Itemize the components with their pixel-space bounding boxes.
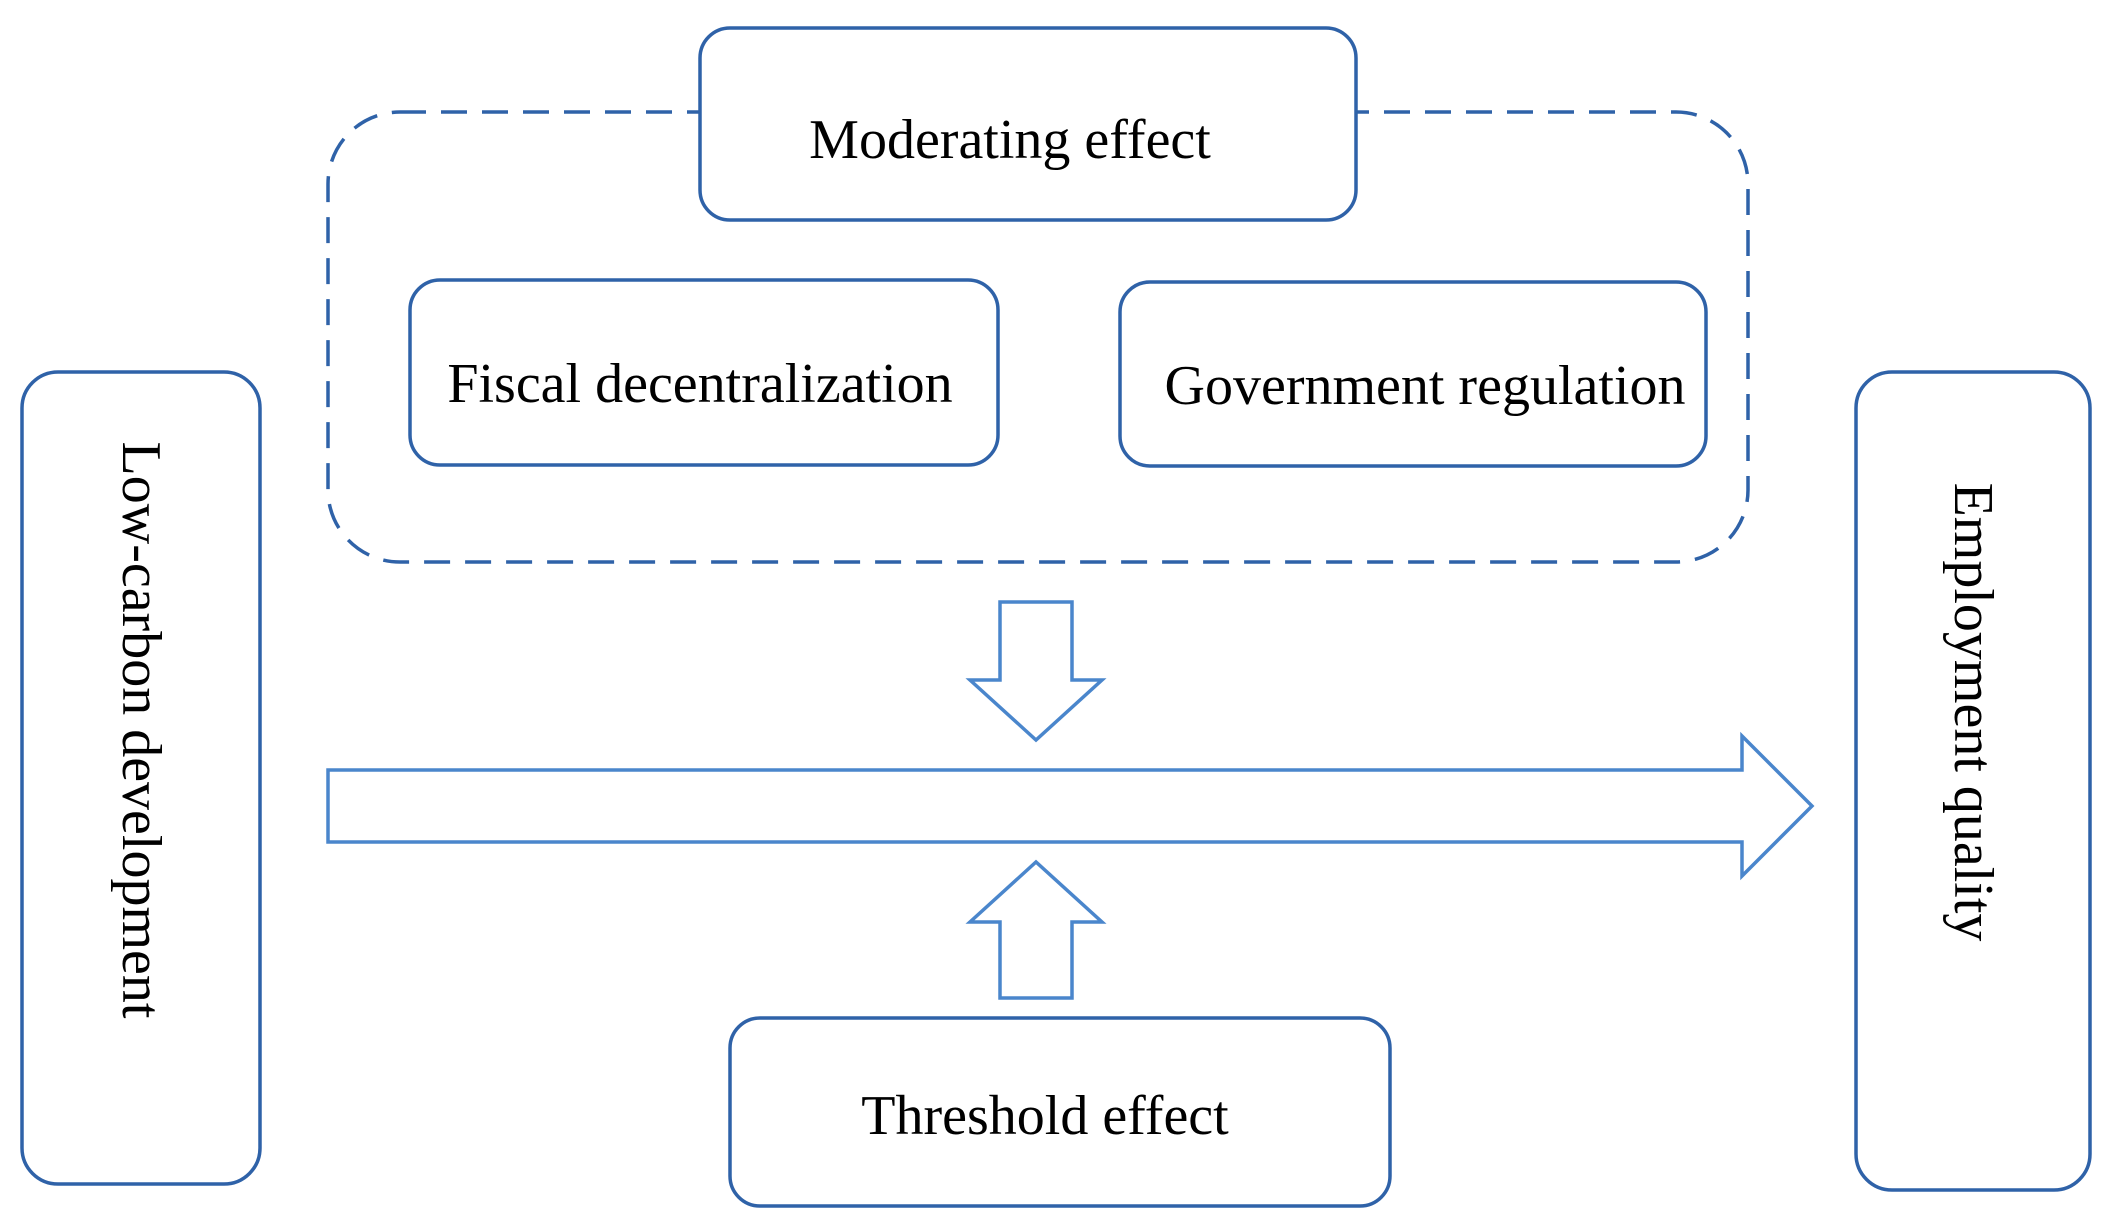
moderating-effect-frame [698,26,1358,222]
government-regulation-box: Government regulation [1118,280,1708,468]
employment-quality-frame [1854,370,2092,1192]
up-arrow-icon [965,859,1107,1000]
low-carbon-development-label: Low-carbon development [110,442,172,1019]
employment-quality-label: Employment quality [1942,483,2004,942]
fiscal-decentralization-frame [408,278,1000,467]
fiscal-decentralization-label: Fiscal decentralization [447,353,952,415]
moderating-effect-label: Moderating effect [809,109,1211,171]
fiscal-decentralization-box: Fiscal decentralization [408,278,1000,467]
main-right-arrow-icon [326,731,1815,881]
threshold-effect-box: Threshold effect [728,1016,1392,1208]
employment-quality-box: Employment quality [1854,370,2092,1192]
down-arrow-icon [965,600,1107,743]
threshold-effect-frame [728,1016,1392,1208]
threshold-effect-label: Threshold effect [861,1085,1229,1147]
low-carbon-development-frame [20,370,262,1186]
government-regulation-frame [1118,280,1708,468]
low-carbon-development-box: Low-carbon development [20,370,262,1186]
moderating-effect-box: Moderating effect [698,26,1358,222]
government-regulation-label: Government regulation [1165,355,1686,417]
